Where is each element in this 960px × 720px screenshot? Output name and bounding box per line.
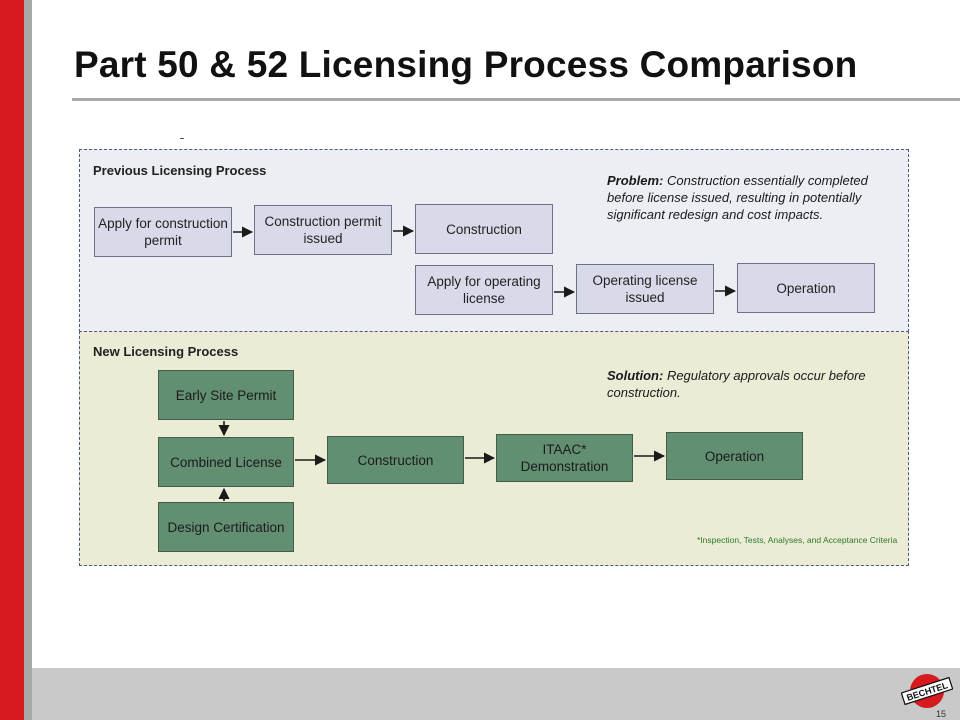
stray-mark (180, 138, 184, 139)
solution-heading: Solution: (607, 368, 664, 383)
itaac-footnote: *Inspection, Tests, Analyses, and Accept… (697, 535, 898, 545)
left-gray-bar (24, 0, 32, 720)
operating-license-issued-box: Operating license issued (576, 264, 714, 314)
logo-band (901, 676, 953, 706)
title-divider (72, 98, 960, 101)
apply-operating-license-box: Apply for operating license (415, 265, 553, 315)
design-certification-box: Design Certification (158, 502, 294, 552)
previous-process-label: Previous Licensing Process (93, 163, 267, 178)
problem-text: Construction essentially completed befor… (607, 173, 868, 222)
solution-text: Regulatory approvals occur before constr… (607, 368, 866, 400)
problem-heading: Problem: (607, 173, 664, 188)
apply-construction-permit-box: Apply for construction permit (94, 207, 232, 257)
footer-band (32, 668, 960, 720)
previous-operation-box: Operation (737, 263, 875, 313)
combined-license-box: Combined License (158, 437, 294, 487)
slide-title: Part 50 & 52 Licensing Process Compariso… (74, 44, 858, 85)
left-accent-bar (0, 0, 24, 720)
previous-construction-box: Construction (415, 204, 553, 254)
page-number: 15 (936, 709, 947, 719)
construction-permit-issued-box: Construction permit issued (254, 205, 392, 255)
early-site-permit-box: Early Site Permit (158, 370, 294, 420)
itaac-demonstration-box: ITAAC* Demonstration (496, 434, 633, 482)
new-operation-box: Operation (666, 432, 803, 480)
bechtel-logo: BECHTEL (901, 674, 953, 708)
new-construction-box: Construction (327, 436, 464, 484)
new-process-label: New Licensing Process (93, 344, 239, 359)
solution-note: Solution: Regulatory approvals occur bef… (607, 367, 902, 401)
problem-note: Problem: Construction essentially comple… (607, 172, 902, 223)
